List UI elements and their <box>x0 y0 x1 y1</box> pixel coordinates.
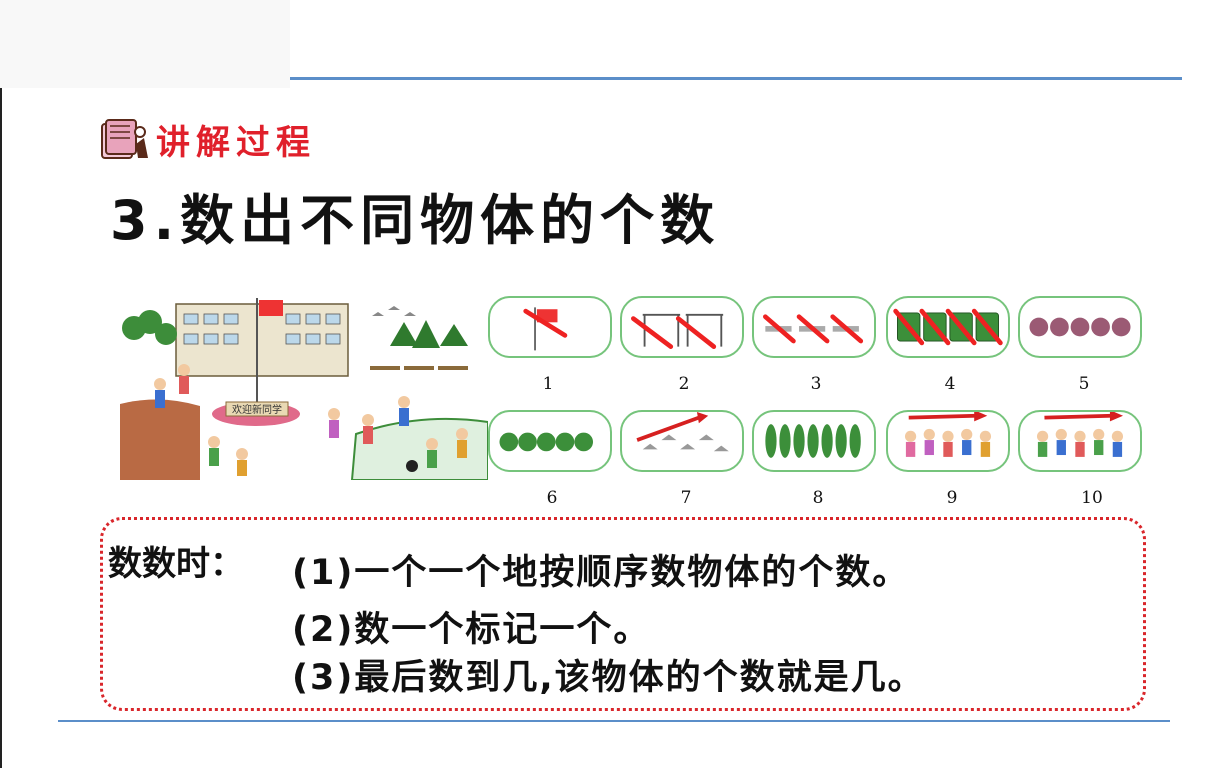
tile-bush <box>488 410 612 472</box>
counting-tip-3: (3)最后数到几,该物体的个数就是几。 <box>292 658 925 698</box>
counting-tip-1: (1)一个一个地按顺序数物体的个数。 <box>292 553 910 593</box>
tile-number: 4 <box>944 374 956 394</box>
tile-dove <box>620 410 744 472</box>
header-rule <box>290 77 1182 80</box>
header-blank-area <box>0 0 290 88</box>
tile-number: 5 <box>1078 374 1090 394</box>
section-label-text: 讲解过程 <box>156 122 316 163</box>
left-border-line <box>0 88 2 768</box>
tile-bench <box>752 296 876 358</box>
tile-number: 2 <box>678 374 690 394</box>
tile-swing-frame <box>620 296 744 358</box>
tile-number: 8 <box>812 488 824 508</box>
section-label: 讲解过程 <box>98 112 316 166</box>
tile-number: 1 <box>542 374 554 394</box>
tile-number: 9 <box>946 488 958 508</box>
tile-number: 6 <box>546 488 558 508</box>
tile-number: 3 <box>810 374 822 394</box>
school-scene-illustration: 欢迎新同学 <box>120 294 488 480</box>
book-icon <box>101 119 148 159</box>
counting-tips-box <box>100 517 1146 711</box>
tile-number: 10 <box>1081 488 1103 508</box>
tile-girl <box>886 410 1010 472</box>
tile-boy <box>1018 410 1142 472</box>
welcome-banner: 欢迎新同学 <box>232 403 282 416</box>
counting-tips-lead: 数数时： <box>108 544 244 584</box>
footer-rule <box>58 720 1170 722</box>
tile-tree <box>752 410 876 472</box>
tile-flower <box>1018 296 1142 358</box>
tile-flower-bed <box>886 296 1010 358</box>
tile-number: 7 <box>680 488 692 508</box>
page-title: 3.数出不同物体的个数 <box>110 189 721 252</box>
tile-flag <box>488 296 612 358</box>
counting-tip-2: (2)数一个标记一个。 <box>292 610 651 650</box>
